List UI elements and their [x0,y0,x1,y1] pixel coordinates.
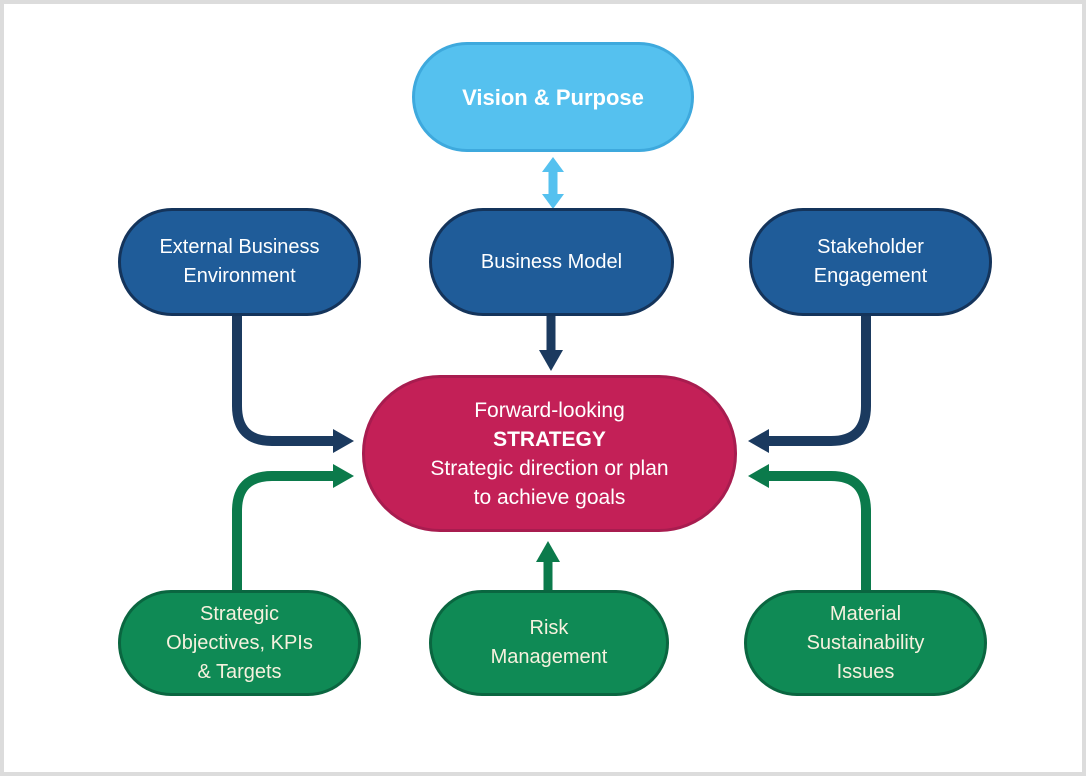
arrow-objectives-to-strategy [232,464,354,594]
node-stakeholder-engagement: Stakeholder Engagement [749,208,992,316]
node-material-sustainability-label: Material [829,602,902,625]
node-business-model: Business Model [429,208,674,316]
node-material-sustainability-label: Issues [836,660,895,683]
node-vision-purpose-label: Vision & Purpose [462,84,644,110]
node-external-business-environment-label: Environment [183,265,296,287]
node-strategy-line4: to achieve goals [473,485,626,509]
node-strategic-objectives-label: Objectives, KPIs [166,631,313,654]
arrow-stakeholder-to-strategy [748,310,871,453]
arrow-layer [232,157,871,594]
node-external-business-environment: External Business Environment [118,208,361,316]
arrow-sustainability-to-strategy [748,464,871,594]
node-risk-management-label: Risk [529,617,569,639]
node-stakeholder-engagement-label: Engagement [813,265,928,287]
node-material-sustainability-issues: Material Sustainability Issues [744,590,987,696]
node-strategic-objectives-label: Strategic [200,602,279,625]
node-strategy-line2: STRATEGY [493,427,606,451]
node-strategic-objectives-label: & Targets [197,660,282,683]
arrow-externalbusiness-to-strategy [232,310,354,453]
node-strategy-line3: Strategic direction or plan [430,456,669,480]
node-external-business-environment-label: External Business [159,236,320,258]
node-risk-management-label: Management [490,646,608,668]
node-strategy-line1: Forward-looking [474,398,625,422]
node-risk-management: Risk Management [429,590,669,696]
node-forward-looking-strategy: Forward-looking STRATEGY Strategic direc… [362,375,737,532]
node-vision-purpose: Vision & Purpose [412,42,694,152]
node-strategic-objectives-kpis-targets: Strategic Objectives, KPIs & Targets [118,590,361,696]
node-stakeholder-engagement-label: Stakeholder [817,236,924,258]
node-business-model-label: Business Model [480,250,623,273]
node-material-sustainability-label: Sustainability [806,631,925,654]
